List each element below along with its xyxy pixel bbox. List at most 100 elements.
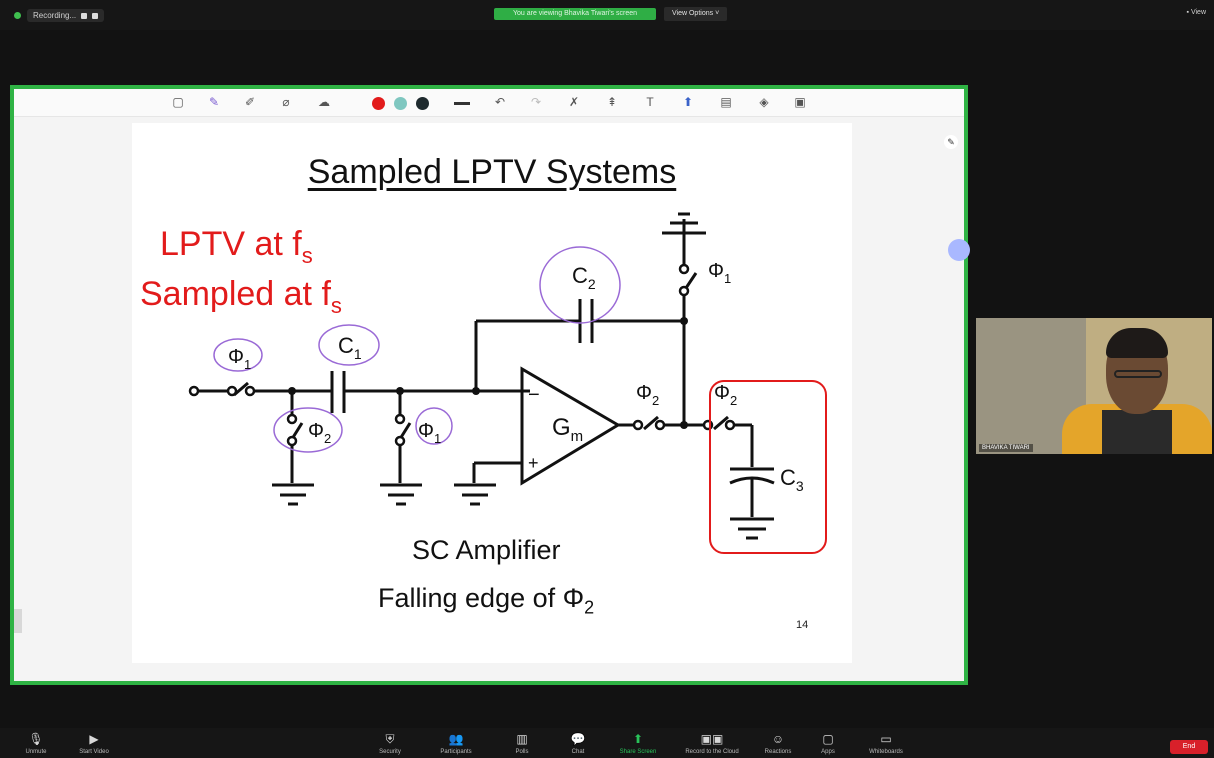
- whiteboards-label: Whiteboards: [869, 749, 903, 755]
- security-button[interactable]: ⛨ Security: [362, 732, 418, 755]
- spotlight-icon[interactable]: ⌀: [282, 95, 290, 109]
- red-line2-sub: s: [330, 292, 342, 318]
- edit-pencil-icon[interactable]: ✎: [944, 135, 958, 149]
- red-annotation-line2: Sampled at fs: [140, 275, 342, 325]
- view-label: View: [1190, 9, 1206, 16]
- shared-screen: ▢ ✎ ✐ ⌀ ☁ ↶ ↷ ✗ ⇞ T ⬆ ▤ ◈ ▣ ✎ Sampled LP…: [10, 85, 970, 685]
- redo-icon[interactable]: ↷: [530, 95, 542, 109]
- eraser-icon[interactable]: ☁: [318, 95, 330, 109]
- video-person-glasses: [1114, 370, 1162, 378]
- undo-icon[interactable]: ↶: [494, 95, 506, 109]
- stop-icon[interactable]: [92, 12, 99, 19]
- top-bar: Recording... You are viewing Bhavika Tiw…: [0, 0, 1214, 30]
- whiteboards-button[interactable]: ▭ Whiteboards: [858, 732, 914, 755]
- pause-icon[interactable]: [81, 12, 88, 19]
- apps-icon: ▢: [822, 732, 834, 746]
- polls-icon: ▥: [516, 732, 528, 746]
- caption-falling-edge: Falling edge of Φ2: [378, 583, 594, 618]
- color-red-icon[interactable]: [372, 97, 385, 110]
- chat-icon: 💬: [570, 732, 586, 746]
- view-button[interactable]: ▪ View: [1186, 9, 1206, 16]
- chat-button[interactable]: 💬 Chat: [550, 732, 606, 755]
- slide-title: Sampled LPTV Systems: [307, 153, 677, 191]
- share-screen-icon: ⬆: [632, 732, 644, 746]
- stamp-icon[interactable]: ✐: [244, 95, 256, 109]
- end-button[interactable]: End: [1170, 740, 1208, 754]
- line-width-icon[interactable]: [454, 102, 470, 105]
- unmute-label: Unmute: [25, 749, 47, 755]
- red-annotation-line1: LPTV at fs: [160, 225, 313, 275]
- view-options-button[interactable]: View Options ˅: [664, 7, 728, 21]
- label-phi2-shunt: Φ2: [308, 420, 331, 446]
- red-line1-text: LPTV at f: [160, 225, 302, 263]
- label-c2: C2: [572, 263, 596, 292]
- mic-icon: 🎙: [28, 732, 44, 746]
- whiteboard-icon: ▭: [880, 732, 892, 746]
- label-gm: Gm: [552, 414, 583, 445]
- color-dark-icon[interactable]: [416, 97, 429, 110]
- share-screen-button[interactable]: ⬆ Share Screen: [610, 732, 666, 755]
- label-minus: −: [528, 384, 540, 406]
- participants-icon: 👥: [448, 732, 464, 746]
- record-button[interactable]: ▣▣ Record to the Cloud: [680, 732, 744, 755]
- falling-edge-text: Falling edge of Φ: [378, 583, 585, 613]
- sharing-banner: You are viewing Bhavika Tiwari's screen: [494, 8, 656, 20]
- circuit-diagram: Φ1 C1 Φ2 Φ1 C2 Φ1 Gm − + Φ2 Φ2 C3: [188, 212, 827, 554]
- collapse-handle-icon[interactable]: [948, 239, 970, 261]
- recording-indicator[interactable]: Recording...: [14, 9, 105, 22]
- text-icon[interactable]: T: [646, 95, 654, 109]
- draw-icon[interactable]: ✎: [208, 95, 220, 109]
- share-screen-label: Share Screen: [619, 749, 657, 755]
- chat-label: Chat: [571, 749, 585, 755]
- color-teal-icon[interactable]: [394, 97, 407, 110]
- record-label: Record to the Cloud: [685, 749, 739, 755]
- falling-edge-sub: 2: [584, 597, 595, 618]
- label-phi2-out1: Φ2: [636, 382, 659, 408]
- recording-label: Recording...: [33, 11, 77, 20]
- meeting-controls: 🎙 Unmute ▶ Start Video ⛨ Security 👥 Particip…: [0, 728, 1214, 758]
- label-phi1-shunt: Φ1: [418, 420, 441, 446]
- save-icon[interactable]: ⬆: [682, 95, 694, 109]
- start-video-label: Start Video: [79, 749, 109, 755]
- label-phi1-input: Φ1: [228, 346, 251, 372]
- format-icon[interactable]: ⇞: [606, 95, 618, 109]
- label-c1: C1: [338, 333, 362, 362]
- delete-icon[interactable]: ◈: [759, 95, 769, 109]
- clear-icon[interactable]: ✗: [568, 95, 580, 109]
- label-phi2-out2: Φ2: [714, 382, 737, 408]
- view-options-label: View Options: [672, 10, 714, 17]
- reactions-label: Reactions: [764, 749, 792, 755]
- start-video-button[interactable]: ▶ Start Video: [66, 732, 122, 755]
- presentation-slide: Sampled LPTV Systems LPTV at fs Sampled …: [132, 123, 852, 663]
- label-c3: C3: [780, 465, 804, 494]
- annotation-toolbar: ▢ ✎ ✐ ⌀ ☁ ↶ ↷ ✗ ⇞ T ⬆ ▤ ◈ ▣: [14, 89, 964, 117]
- label-plus: +: [528, 453, 539, 473]
- red-line1-sub: s: [301, 242, 313, 268]
- pages-icon[interactable]: ▣: [794, 95, 806, 109]
- shield-icon[interactable]: [14, 12, 21, 19]
- reactions-icon: ☺: [771, 732, 785, 746]
- participant-video[interactable]: BHAVIKA TIWARI: [976, 318, 1212, 454]
- participants-label: Participants: [440, 749, 472, 755]
- camera-icon: ▶: [89, 732, 99, 746]
- apps-button[interactable]: ▢ Apps: [800, 732, 856, 755]
- left-handle[interactable]: [14, 609, 22, 633]
- security-label: Security: [379, 749, 401, 755]
- unmute-button[interactable]: 🎙 Unmute: [8, 732, 64, 755]
- polls-button[interactable]: ▥ Polls: [494, 732, 550, 755]
- polls-label: Polls: [515, 749, 529, 755]
- reactions-button[interactable]: ☺ Reactions: [750, 732, 806, 755]
- video-person-hair: [1106, 328, 1168, 358]
- slide-page-number: 14: [796, 619, 809, 631]
- bucket-icon[interactable]: ▤: [720, 95, 732, 109]
- record-icon: ▣▣: [700, 732, 724, 746]
- apps-label: Apps: [821, 749, 835, 755]
- video-person-shirt: [1102, 410, 1172, 454]
- shield-icon: ⛨: [385, 732, 395, 746]
- select-icon[interactable]: ▢: [172, 95, 184, 109]
- red-line2-text: Sampled at f: [140, 275, 331, 313]
- participant-name: BHAVIKA TIWARI: [979, 444, 1033, 452]
- participants-button[interactable]: 👥 Participants: [428, 732, 484, 755]
- caption-sc-amplifier: SC Amplifier: [412, 535, 561, 565]
- recording-pill[interactable]: Recording...: [27, 9, 105, 22]
